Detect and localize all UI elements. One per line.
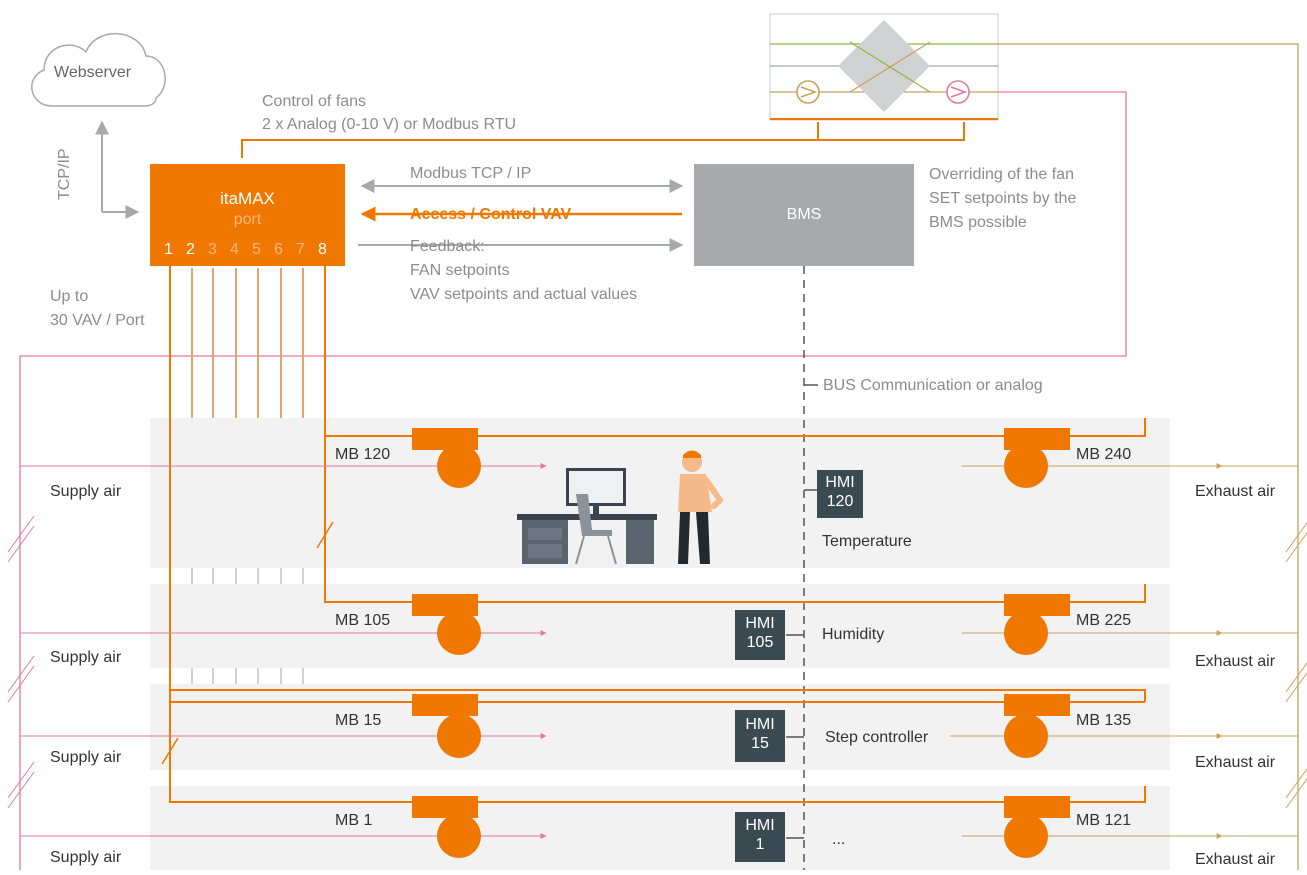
sensor-label-2: Humidity [822, 626, 885, 643]
port-4: 4 [230, 241, 239, 258]
supply-label-1: Supply air [50, 483, 122, 500]
supply-label-3: Supply air [50, 749, 122, 766]
hmi-1: HMI 1 [735, 812, 785, 862]
mb-left-1: MB 120 [335, 446, 391, 463]
feedback-line3: VAV setpoints and actual values [410, 286, 638, 303]
hmi-120: HMI 120 [817, 470, 863, 518]
sensor-label-1: Temperature [822, 533, 912, 550]
supply-fan-icon [796, 80, 820, 104]
hmi-15-line1: HMI [745, 716, 775, 733]
override-line3: BMS possible [929, 214, 1027, 231]
mb-right-1: MB 240 [1076, 446, 1132, 463]
mb-left-3: MB 15 [335, 712, 382, 729]
bms-box [694, 164, 914, 266]
override-line1: Overriding of the fan [929, 166, 1074, 183]
floor-band-3 [150, 684, 1170, 770]
office-illustration [517, 450, 724, 565]
webserver-label: Webserver [54, 64, 132, 81]
exhaust-label-3: Exhaust air [1195, 754, 1276, 771]
capacity-line2: 30 VAV / Port [50, 312, 145, 329]
hmi-1-line1: HMI [745, 817, 775, 834]
exhaust-label-2: Exhaust air [1195, 653, 1276, 670]
port-3: 3 [208, 241, 217, 258]
feedback-line1: Feedback: [410, 238, 485, 255]
port-5: 5 [252, 241, 261, 258]
webserver-cloud [31, 32, 166, 107]
capacity-line1: Up to [50, 288, 89, 305]
break-marks [7, 515, 1307, 809]
port-8: 8 [318, 241, 327, 258]
exhaust-label-1: Exhaust air [1195, 483, 1276, 500]
hmi-15: HMI 15 [735, 710, 785, 762]
exhaust-fan-icon [946, 80, 970, 104]
modbus-label: Modbus TCP / IP [410, 165, 532, 182]
floor-band-4 [150, 786, 1170, 870]
hmi-105-line2: 105 [746, 634, 774, 652]
supply-label-2: Supply air [50, 649, 122, 666]
override-line2: SET setpoints by the [929, 190, 1077, 207]
bus-label: BUS Communication or analog [823, 377, 1043, 394]
tcpip-label: TCP/IP [56, 148, 73, 200]
sensor-label-3: Step controller [825, 729, 929, 746]
mb-right-3: MB 135 [1076, 712, 1132, 729]
floor-band-2 [150, 584, 1170, 668]
feedback-line2: FAN setpoints [410, 262, 510, 279]
exhaust-label-4: Exhaust air [1195, 851, 1276, 868]
hmi-105-line1: HMI [745, 615, 775, 632]
hmi-105: HMI 105 [735, 610, 785, 660]
port-7: 7 [296, 241, 305, 258]
hmi-1-line2: 1 [755, 836, 765, 854]
itamax-subtitle: port [233, 211, 262, 228]
heat-exchanger [838, 20, 930, 112]
vav-units [412, 428, 1070, 858]
mb-right-2: MB 225 [1076, 612, 1132, 629]
itamax-box [150, 164, 345, 266]
port-1: 1 [164, 241, 173, 258]
mb-left-4: MB 1 [335, 812, 373, 829]
mb-left-2: MB 105 [335, 612, 391, 629]
hmi-120-line2: 120 [826, 493, 854, 511]
port-lines [191, 268, 304, 684]
supply-label-4: Supply air [50, 849, 122, 866]
access-label: Access / Control VAV [410, 206, 572, 223]
hmi-120-line1: HMI [825, 474, 855, 491]
sensor-label-4: ... [832, 831, 846, 848]
fans-control-line1: Control of fans [262, 93, 367, 110]
port-2: 2 [186, 241, 195, 258]
port-6: 6 [274, 241, 283, 258]
itamax-title: itaMAX [220, 189, 275, 208]
hmi-15-line2: 15 [751, 735, 769, 753]
mb-right-4: MB 121 [1076, 812, 1132, 829]
bms-label: BMS [786, 206, 822, 223]
fans-control-line2: 2 x Analog (0-10 V) or Modbus RTU [262, 116, 517, 133]
